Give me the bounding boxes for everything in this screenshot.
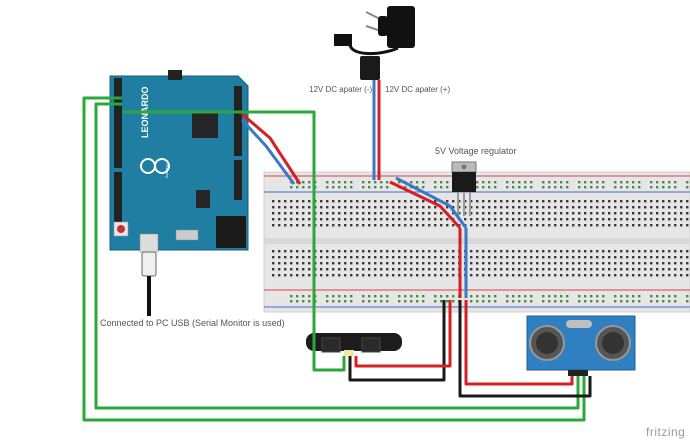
ultrasonic-sensor — [526, 315, 636, 376]
ir-distance-sensor — [306, 333, 402, 356]
adapter-negative-label: 12V DC apater (-) — [309, 85, 372, 94]
wires — [82, 80, 592, 422]
arduino-logo-icon — [140, 158, 170, 174]
arduino-leonardo-board: LEONARDO Arduino — [109, 70, 249, 253]
board-brand: Arduino — [164, 163, 169, 178]
usb-cable — [141, 251, 157, 316]
breadboard — [263, 171, 690, 313]
fritzing-watermark: fritzing — [646, 425, 685, 439]
adapter-positive-label: 12V DC apater (+) — [385, 85, 450, 94]
power-adapter — [334, 6, 415, 80]
reset-button-icon — [117, 225, 125, 233]
voltage-regulator — [451, 161, 477, 216]
usb-note-label: Connected to PC USB (Serial Monitor is u… — [100, 318, 285, 328]
regulator-label: 5V Voltage regulator — [435, 146, 517, 156]
